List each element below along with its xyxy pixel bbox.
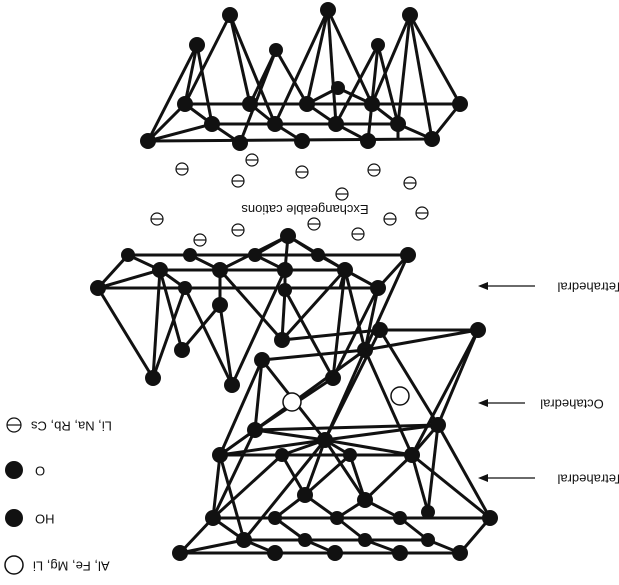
cation-icon: [352, 228, 364, 240]
cation-icon: [246, 154, 258, 166]
hydroxyl-symbol-icon: [5, 509, 23, 527]
legend-item-o: O: [5, 461, 45, 479]
cation-icon: [194, 234, 206, 246]
legend-label: Li, Na, Rb, Cs: [31, 419, 112, 434]
octahedral-cation-icon: [283, 393, 301, 411]
arrow-left-icon: [478, 474, 488, 482]
arrow-left-icon: [478, 282, 488, 290]
cation-icon: [308, 218, 320, 230]
tetrahedral-top-label-group: Tetrahedral: [478, 280, 619, 295]
legend-item-metals: Al, Fe, Mg, Li: [5, 556, 110, 574]
tetrahedral-bottom-label-group: Tetrahedral: [478, 472, 619, 487]
cation-icon: [232, 224, 244, 236]
cation-icon: [296, 166, 308, 178]
octahedral-cation-icon: [391, 387, 409, 405]
legend-item-cations: Li, Na, Rb, Cs: [7, 418, 112, 434]
octahedral-label: Octahedral: [540, 397, 604, 412]
sheet-labels: Tetrahedral Octahedral Tetrahedral: [478, 280, 619, 487]
tetrahedral-bottom-label: Tetrahedral: [557, 472, 619, 487]
cation-icon: [151, 213, 163, 225]
arrow-left-icon: [478, 399, 488, 407]
cation-icon: [176, 163, 188, 175]
legend: Li, Na, Rb, Cs O OH Al, Fe, Mg, Li: [5, 418, 112, 574]
cation-icon: [416, 207, 428, 219]
cation-symbol-icon: [7, 418, 21, 432]
cation-icon: [232, 175, 244, 187]
legend-item-oh: OH: [5, 509, 55, 527]
octahedral-label-group: Octahedral: [478, 397, 604, 412]
oxygen-symbol-icon: [5, 461, 23, 479]
cation-icon: [404, 177, 416, 189]
legend-label: O: [35, 464, 45, 479]
cation-icon: [336, 188, 348, 200]
cation-icon: [384, 213, 396, 225]
metal-cation-symbol-icon: [5, 556, 23, 574]
exchangeable-cations-label: Exchangeable cations: [241, 202, 369, 217]
legend-label: OH: [35, 511, 55, 526]
legend-label: Al, Fe, Mg, Li: [33, 559, 110, 574]
cation-icon: [368, 164, 380, 176]
top-tetrahedral-sheet: [148, 10, 460, 143]
tetrahedral-top-label: Tetrahedral: [557, 280, 619, 295]
bottom-tetrahedral-sheet: [180, 425, 490, 553]
